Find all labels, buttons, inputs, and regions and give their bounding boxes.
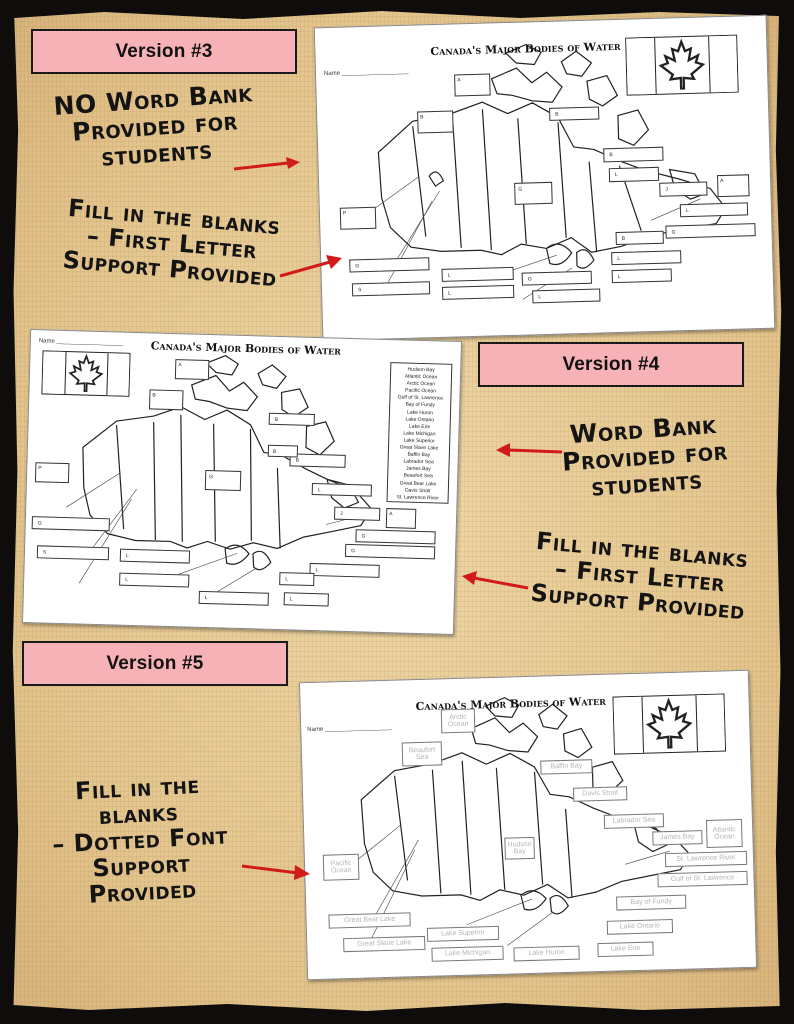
blank-box[interactable]: L [311,482,372,497]
blank-box[interactable]: P [34,462,70,484]
blank-box[interactable]: B [148,389,184,411]
blank-box[interactable]: A [716,174,750,198]
blank-box[interactable]: B [289,453,346,468]
dotted-label-box[interactable]: Arctic Ocean [440,708,476,734]
dotted-label-box[interactable]: Lake Ontario [606,918,674,935]
arrow-icon [233,157,300,171]
maple-leaf-icon [645,697,693,749]
arrow-icon [241,864,310,880]
blank-box[interactable]: G [514,181,553,205]
canada-flag [625,34,739,96]
dotted-label-box[interactable]: Lake Superior [426,925,500,942]
dotted-label-box[interactable]: Davis Strait [572,786,628,802]
arrow-icon [496,443,563,457]
dotted-label-box[interactable]: Lake Huron [513,945,580,962]
blank-box[interactable]: B [549,106,600,121]
dotted-label-box[interactable]: Baffin Bay [540,759,593,775]
blank-box[interactable]: J [333,506,381,521]
blank-box[interactable]: P [339,206,377,230]
dotted-label-box[interactable]: Labrador Sea [603,813,665,829]
worksheet-version-4: Name ____________________ Canada's Major… [21,329,463,635]
dotted-label-box[interactable]: Great Bear Lake [328,912,411,929]
blank-box[interactable]: G [31,516,110,532]
blank-box[interactable]: G [344,543,436,560]
blank-box[interactable]: L [442,284,515,300]
dotted-label-box[interactable]: Hudson Bay [504,836,535,860]
blank-box[interactable]: B [267,444,299,458]
blank-box[interactable]: L [283,592,329,607]
canada-flag [612,693,727,755]
dotted-label-box[interactable]: Lake Michigan [431,945,504,962]
blank-box[interactable]: S [351,281,431,297]
blank-box[interactable]: L [441,266,514,282]
dotted-label-box[interactable]: Bay of Fundy [616,894,687,911]
blank-box[interactable]: B [615,230,664,246]
blank-box[interactable]: G [204,469,242,491]
blank-box[interactable]: J [659,181,708,197]
blank-box[interactable]: G [349,257,430,273]
blank-box[interactable]: L [119,572,190,588]
blank-box[interactable]: S [36,545,110,561]
blank-box[interactable]: L [279,572,315,587]
canada-flag [41,350,131,397]
blank-box[interactable]: G [521,270,592,286]
dotted-label-box[interactable]: Beaufort Sea [401,741,443,767]
worksheet-version-5: Name ____________________ Canada's Major… [298,669,758,981]
blank-box[interactable]: L [532,288,601,304]
blank-box[interactable]: L [309,562,380,578]
blank-box[interactable]: B [603,146,664,163]
dotted-label-box[interactable]: Pacific Ocean [322,853,360,881]
blank-box[interactable]: L [119,548,191,564]
dotted-label-box[interactable]: St. Lawrence River [664,850,748,868]
blank-box[interactable]: B [417,110,454,134]
canada-map [367,43,727,300]
blank-box[interactable]: B [268,412,315,427]
blank-box[interactable]: L [611,268,672,284]
maple-leaf-icon [68,353,104,393]
blank-box[interactable]: L [608,166,660,183]
blank-box[interactable]: L [679,202,749,218]
blank-box[interactable]: A [454,73,491,97]
blank-box[interactable]: A [174,359,210,381]
dotted-label-box[interactable]: Lake Erie [597,941,654,958]
arrow-icon [279,255,342,278]
dotted-label-box[interactable]: James Bay [652,830,703,846]
dotted-label-box[interactable]: Gulf of St. Lawrence [657,870,748,888]
dotted-label-box[interactable]: Atlantic Ocean [705,819,743,849]
blank-box[interactable]: L [198,590,269,606]
maple-leaf-icon [658,38,706,90]
dotted-label-box[interactable]: Great Slave Lake [343,935,426,953]
version-4-label: Version #4 [478,342,744,387]
blank-box[interactable]: L [611,250,682,266]
blank-box[interactable]: A [385,508,417,529]
worksheet-version-3: Name ____________________ Canada's Major… [313,14,776,342]
version-5-label: Version #5 [22,641,288,686]
version-3-label: Version #3 [31,29,297,74]
canada-map [354,696,691,946]
blank-box[interactable]: G [665,223,756,239]
blank-box[interactable]: G [355,529,436,545]
arrow-icon [462,571,529,590]
